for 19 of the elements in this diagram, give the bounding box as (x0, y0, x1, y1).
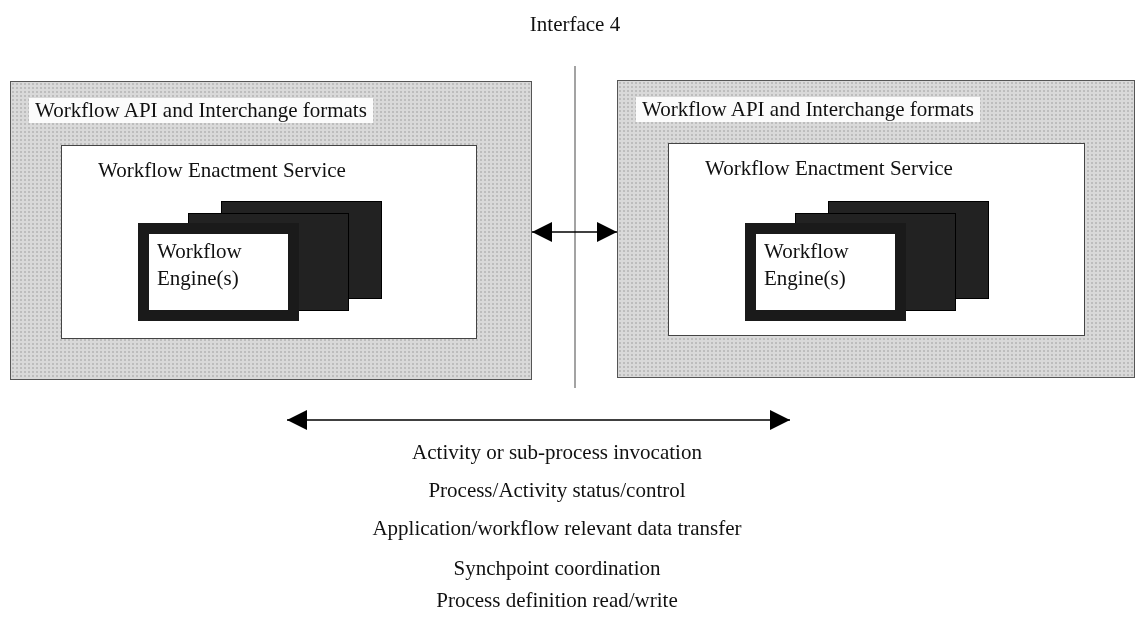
interface-panel (10, 81, 532, 380)
box-heading: Workflow API and Interchange formats (29, 98, 373, 123)
function-label: Activity or sub-process invocation (412, 440, 702, 465)
function-label: Application/workflow relevant data transfer (372, 516, 742, 541)
engine-label: Workflow Engine(s) (764, 238, 850, 293)
service-box (61, 145, 477, 339)
box-heading: Workflow API and Interchange formats (636, 97, 980, 122)
engine-box (745, 223, 906, 321)
function-label: Process/Activity status/control (428, 478, 686, 503)
engine-box (138, 223, 299, 321)
double-arrow (531, 222, 618, 242)
box-heading: Workflow Enactment Service (98, 158, 346, 183)
interface-panel (617, 80, 1135, 378)
engine-label: Workflow Engine(s) (157, 238, 243, 293)
function-label: Synchpoint coordination (453, 556, 661, 581)
service-box (668, 143, 1085, 336)
function-label: Process definition read/write (436, 588, 678, 613)
box-heading: Workflow Enactment Service (705, 156, 953, 181)
interface-label: Interface 4 (529, 12, 621, 37)
